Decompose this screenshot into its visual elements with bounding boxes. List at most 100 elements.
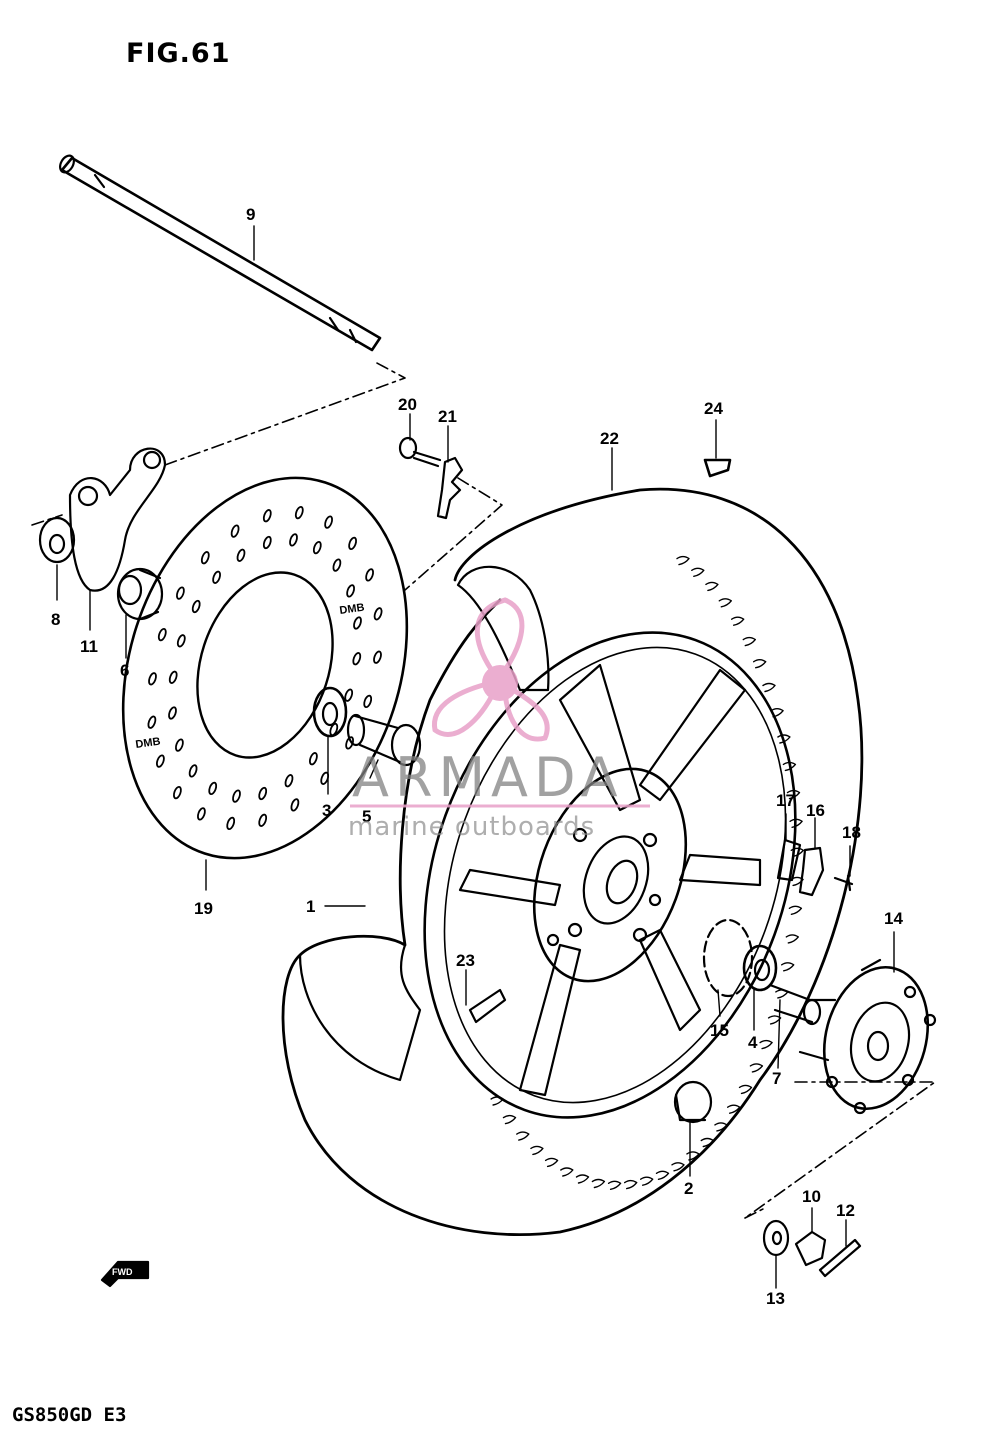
callout-8: 8 <box>51 610 60 629</box>
bolt-clip-part <box>398 436 732 520</box>
tread-mark <box>530 1145 544 1156</box>
rotor-hole <box>353 616 362 630</box>
tread-mark <box>718 598 732 608</box>
tread-mark <box>749 1063 764 1073</box>
rotor-hole <box>156 754 165 768</box>
tread-mark <box>770 708 784 718</box>
tread-mark <box>753 659 767 669</box>
rotor-hole <box>175 738 184 752</box>
tread-mark <box>782 761 797 772</box>
tread-mark <box>781 962 795 972</box>
callout-17: 17 <box>776 791 795 810</box>
callout-9: 9 <box>246 205 255 224</box>
callout-18: 18 <box>842 823 861 842</box>
callout-14: 14 <box>884 909 903 928</box>
callout-23: 23 <box>456 951 475 970</box>
rotor-hole <box>284 774 294 788</box>
rotor-hole <box>324 515 333 529</box>
fwd-arrow-icon <box>100 1260 150 1288</box>
tread-mark <box>742 636 756 647</box>
hub-bearing-parts <box>702 918 937 1115</box>
rotor-hole <box>191 599 201 614</box>
rotor-hole <box>290 798 300 812</box>
callout-24: 24 <box>704 399 723 418</box>
callout-labels: 9 20 21 22 24 8 11 6 3 5 19 1 17 16 18 1… <box>51 205 903 1308</box>
clip-bolt-small-parts <box>776 838 854 897</box>
rotor-hole <box>168 670 178 684</box>
rotor-hole <box>344 688 354 702</box>
tread-mark <box>544 1157 559 1168</box>
wheel-hub-spokes <box>458 663 762 1097</box>
rotor-hole <box>294 505 304 520</box>
caliper-bracket-part <box>38 447 167 621</box>
tread-mark <box>727 1104 741 1114</box>
rotor-hole <box>236 548 246 562</box>
tread-mark <box>714 1122 728 1132</box>
fwd-label: FWD <box>112 1267 133 1277</box>
tread-mark <box>789 818 803 828</box>
tread-mark <box>490 1096 504 1106</box>
tread-mark <box>767 1015 782 1025</box>
tread-mark <box>516 1131 530 1141</box>
rotor-hole <box>373 607 383 621</box>
tread-mark <box>738 1084 753 1095</box>
callout-2: 2 <box>684 1179 693 1198</box>
tread-mark <box>700 1137 714 1148</box>
tread-mark <box>777 734 791 744</box>
tread-mark <box>676 555 690 566</box>
rotor-hole <box>289 533 298 547</box>
rotor-hole <box>232 789 241 803</box>
rotor-hole <box>262 509 272 523</box>
rotor-hole <box>157 627 167 642</box>
rotor-hole <box>363 694 373 709</box>
rotor-hole <box>309 752 318 766</box>
callout-1: 1 <box>306 897 315 916</box>
tread-mark <box>786 789 801 800</box>
rotor-hole <box>197 807 206 821</box>
axle-part <box>59 154 382 352</box>
rotor-hole <box>148 672 157 686</box>
tread-mark <box>591 1178 606 1189</box>
tread-mark <box>502 1114 517 1125</box>
tread-mark <box>762 682 776 693</box>
callout-6: 6 <box>120 661 129 680</box>
rotor-hole <box>212 570 221 584</box>
callout-10: 10 <box>802 1187 821 1206</box>
leader-lines <box>56 225 895 1289</box>
rotor-hole <box>348 536 357 551</box>
rotor-hole <box>200 551 210 565</box>
callout-21: 21 <box>438 407 457 426</box>
tread-mark <box>655 1170 670 1180</box>
rotor-hole <box>208 781 218 796</box>
callout-4: 4 <box>748 1033 758 1052</box>
callout-20: 20 <box>398 395 417 414</box>
rotor-hole <box>168 706 177 720</box>
nut-washer-pin-parts <box>762 1219 862 1278</box>
callout-3: 3 <box>322 801 331 820</box>
rotor-hole <box>230 524 240 538</box>
rotor-hole <box>373 650 382 664</box>
callout-13: 13 <box>766 1289 785 1308</box>
callout-12: 12 <box>836 1201 855 1220</box>
callout-5: 5 <box>362 807 371 826</box>
rotor-hole <box>346 584 355 598</box>
bearing-spacer-part <box>312 686 422 767</box>
rotor-hole <box>258 813 268 827</box>
tread-mark <box>785 934 799 944</box>
tread-mark <box>759 1039 773 1050</box>
callout-16: 16 <box>806 801 825 820</box>
figure-title: FIG.61 <box>126 38 231 69</box>
callout-15: 15 <box>710 1021 729 1040</box>
tread-mark <box>788 905 803 915</box>
rotor-hole <box>188 764 198 778</box>
rotor-hole <box>365 568 374 582</box>
rotor-hole <box>352 652 362 666</box>
rotor-hole <box>226 816 236 831</box>
rotor-hole <box>312 540 322 555</box>
rotor-marking: DMB <box>135 736 162 751</box>
rotor-hole <box>332 558 342 572</box>
tread-mark <box>731 616 745 626</box>
rotor-hole <box>176 586 185 600</box>
